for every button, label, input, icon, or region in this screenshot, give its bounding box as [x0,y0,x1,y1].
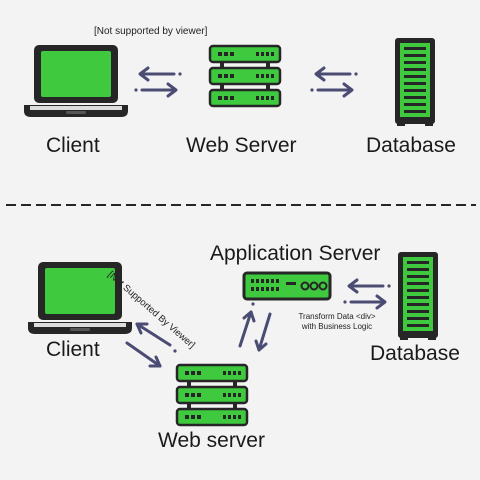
bottom-database-label: Database [370,342,460,365]
bottom-application-server-icon [242,271,332,301]
top-web-server-stack-icon [210,46,280,106]
transform-note-line-2: with Business Logic [301,321,373,331]
top-client-label: Client [46,134,100,157]
top-database-label: Database [366,134,456,157]
transform-note-line-1: Transform Data <div> [298,312,376,321]
top-client-laptop-icon [24,45,128,117]
bottom-web-server-stack-icon [177,365,247,425]
bottom-client-to-webserver-arrows-icon [125,322,177,368]
top-not-supported-note: [Not supported by viewer] [94,26,208,37]
top-client-to-webserver-arrows-icon [132,66,184,98]
bottom-web-server-label: Web server [158,429,265,452]
bottom-appserver-to-database-arrows-icon [341,278,393,310]
top-database-rack-icon [395,38,435,126]
bottom-application-server-label: Application Server [210,242,381,265]
transform-data-note: Transform Data <div> with Business Logic [282,312,392,331]
bottom-webserver-to-appserver-arrows-icon [238,302,272,352]
top-webserver-to-database-arrows-icon [308,66,360,98]
bottom-client-label: Client [46,338,100,361]
top-web-server-label: Web Server [186,134,297,157]
bottom-database-rack-icon [398,252,438,340]
